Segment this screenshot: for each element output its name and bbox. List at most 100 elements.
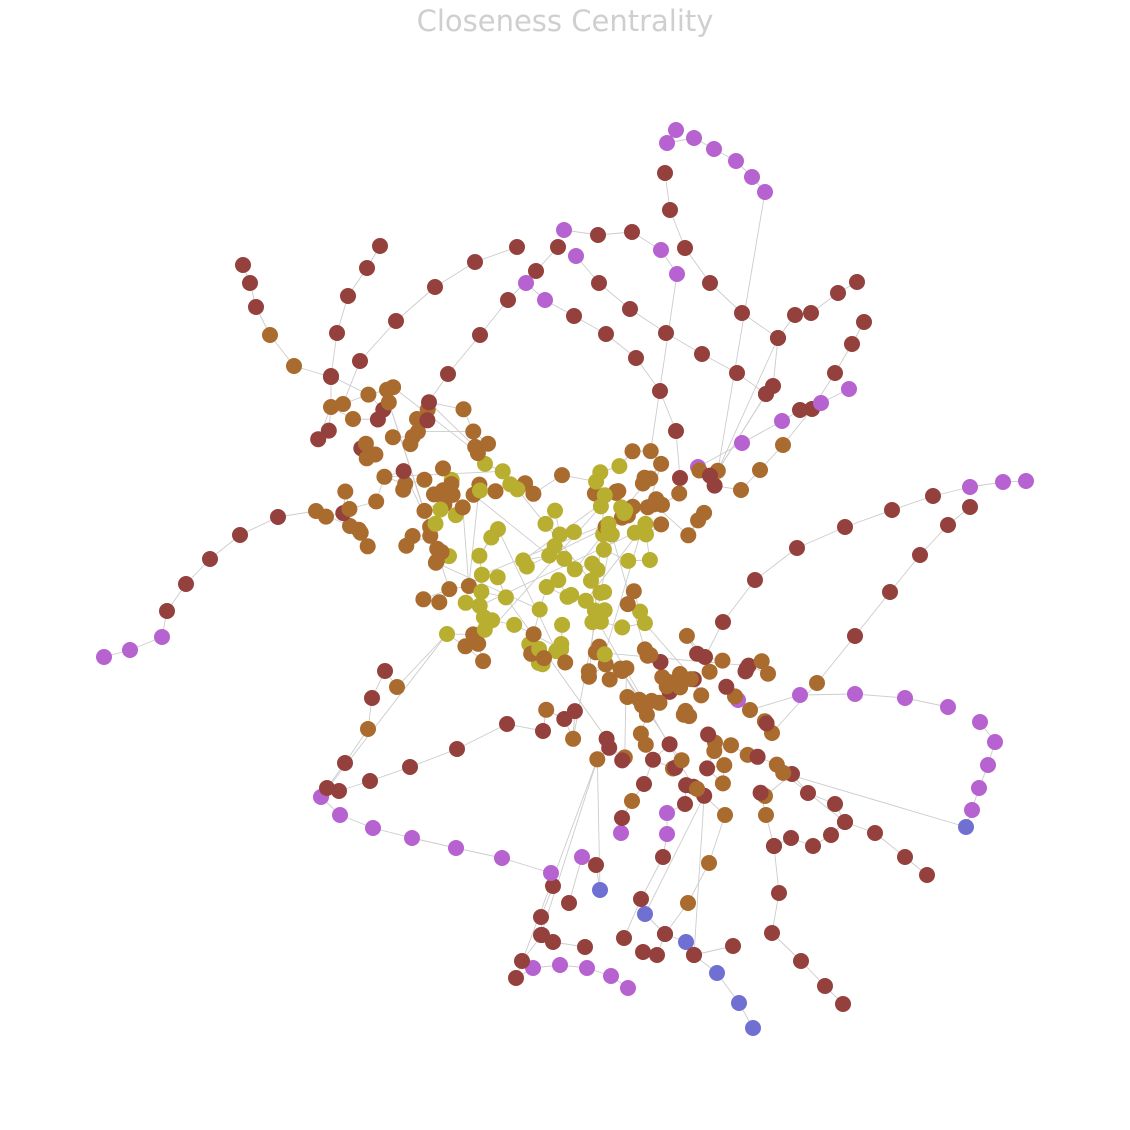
graph-node: [596, 487, 613, 504]
graph-node: [335, 396, 351, 412]
graph-node: [636, 615, 653, 632]
graph-node: [654, 669, 671, 686]
graph-node: [439, 626, 455, 642]
graph-node: [337, 483, 354, 500]
graph-node: [416, 471, 433, 488]
graph-node: [379, 381, 395, 398]
graph-node: [500, 292, 516, 308]
graph-node: [465, 423, 482, 440]
graph-node: [419, 412, 436, 429]
graph-node: [552, 957, 568, 973]
graph-node: [671, 485, 688, 502]
graph-node: [475, 609, 492, 626]
graph-node: [764, 925, 780, 941]
graph-node: [596, 584, 613, 600]
edge: [396, 633, 448, 688]
edge: [392, 386, 479, 454]
graph-node: [714, 652, 731, 669]
graph-node: [473, 583, 490, 600]
graph-node: [565, 730, 582, 747]
graph-node: [636, 776, 652, 792]
edge: [395, 286, 436, 322]
graph-node: [415, 591, 432, 608]
graph-node: [659, 135, 675, 151]
graph-node: [551, 526, 568, 543]
graph-node: [659, 826, 675, 842]
graph-node: [693, 687, 710, 704]
edge: [435, 562, 540, 610]
edge: [717, 337, 779, 472]
graph-node: [766, 838, 782, 854]
graph-node: [849, 274, 865, 290]
graph-node: [600, 521, 617, 538]
edge: [796, 526, 846, 549]
edge: [772, 337, 779, 387]
graph-node: [262, 327, 278, 343]
graph-node: [625, 583, 642, 600]
graph-node: [677, 796, 693, 812]
graph-node: [518, 558, 535, 575]
graph-node: [742, 702, 758, 718]
graph-node: [429, 540, 446, 557]
graph-node: [645, 751, 661, 768]
graph-node: [642, 470, 659, 487]
graph-node: [668, 423, 684, 439]
edge: [497, 528, 557, 652]
graph-node: [581, 668, 597, 685]
graph-node: [376, 468, 393, 485]
graph-node: [723, 737, 739, 754]
graph-node: [332, 807, 348, 823]
graph-node: [619, 596, 636, 613]
graph-node: [377, 663, 393, 679]
graph-node: [616, 930, 632, 946]
graph-node: [545, 878, 561, 894]
graph-node: [598, 730, 615, 747]
graph-node: [757, 184, 773, 200]
graph-node: [775, 437, 791, 453]
graph-node: [940, 699, 956, 715]
graph-node: [508, 970, 524, 986]
graph-node: [357, 435, 374, 452]
graph-node: [962, 479, 978, 495]
graph-node: [718, 678, 735, 695]
graph-node: [972, 714, 988, 730]
graph-node: [533, 927, 549, 943]
graph-node: [611, 458, 628, 475]
graph-node: [837, 814, 853, 830]
graph-node: [380, 394, 397, 411]
graph-node: [758, 807, 774, 823]
graph-node: [803, 305, 819, 321]
graph-node: [620, 552, 637, 569]
graph-node: [614, 810, 630, 826]
graph-node: [538, 579, 555, 595]
graph-node: [706, 141, 722, 157]
graph-node: [686, 130, 702, 146]
edge: [693, 795, 705, 956]
graph-node: [579, 960, 595, 976]
graph-node: [96, 649, 112, 665]
graph-node: [717, 807, 733, 823]
edge: [501, 857, 552, 874]
graph-node: [545, 934, 561, 950]
graph-node: [827, 796, 843, 812]
graph-node: [318, 508, 334, 525]
graph-node: [554, 467, 570, 484]
graph-node: [389, 679, 405, 695]
graph-node: [331, 783, 347, 799]
graph-node: [882, 584, 898, 600]
graph-node: [457, 594, 474, 611]
graph-node: [631, 691, 648, 708]
graph-node: [792, 687, 808, 703]
graph-node: [706, 743, 723, 759]
graph-node: [435, 482, 452, 499]
graph-node: [725, 938, 741, 954]
graph-node: [847, 628, 863, 644]
edge: [771, 682, 818, 734]
graph-node: [649, 947, 665, 963]
graph-node: [995, 474, 1011, 490]
graph-node: [592, 882, 608, 898]
graph-node: [817, 978, 833, 994]
graph-node: [919, 867, 935, 883]
